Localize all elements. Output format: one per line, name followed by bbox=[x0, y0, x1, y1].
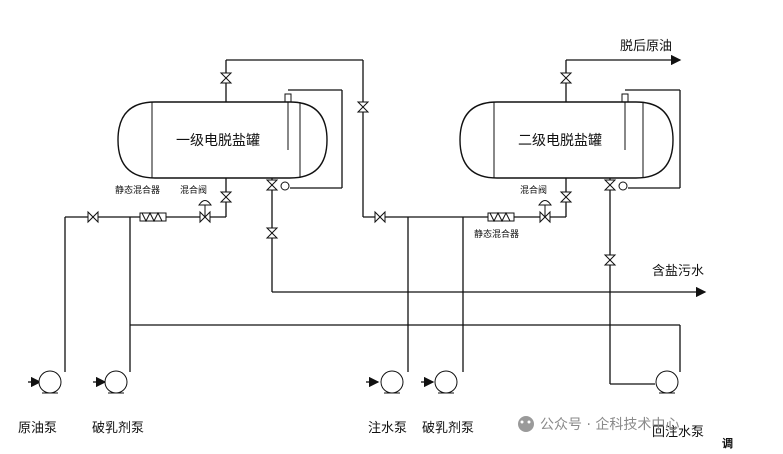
salty-water-label: 含盐污水 bbox=[652, 263, 704, 279]
demulsifier-pump-1-label: 破乳剂泵 bbox=[92, 421, 144, 436]
crude-oil-pump bbox=[38, 370, 62, 394]
water-injection-pump-label: 注水泵 bbox=[368, 421, 407, 436]
valves bbox=[87, 72, 628, 266]
mix-valve-2-label: 混合阀 bbox=[520, 184, 547, 196]
second-stage-desalter-label: 二级电脱盐罐 bbox=[518, 133, 602, 149]
mix-valve-1-label: 混合阀 bbox=[180, 184, 207, 196]
demulsifier-pump-2-label: 破乳剂泵 bbox=[422, 421, 474, 436]
second-stage-desalter: 二级电脱盐罐 bbox=[459, 93, 674, 179]
watermark-corner: 调 bbox=[722, 436, 733, 450]
static-mixer-1-label: 静态混合器 bbox=[115, 184, 160, 196]
return-water-pump-label: 回注水泵 bbox=[652, 425, 704, 440]
demulsifier-pump-2 bbox=[434, 370, 458, 394]
pumps bbox=[38, 370, 679, 394]
crude-oil-pump-label: 原油泵 bbox=[18, 421, 57, 436]
first-stage-desalter-label: 一级电脱盐罐 bbox=[176, 133, 260, 149]
piping bbox=[28, 54, 707, 388]
watermark-text: 公众号 · 企科技术中心 bbox=[540, 416, 679, 433]
return-water-pump bbox=[655, 370, 679, 394]
desalted-oil-label: 脱后原油 bbox=[620, 39, 672, 54]
watermark: 公众号 · 企科技术中心 调 bbox=[518, 416, 733, 450]
first-stage-desalter: 一级电脱盐罐 bbox=[117, 93, 328, 179]
wechat-icon bbox=[518, 416, 534, 432]
static-mixer-2-label: 静态混合器 bbox=[474, 228, 519, 240]
water-injection-pump bbox=[380, 370, 404, 394]
demulsifier-pump-1 bbox=[104, 370, 128, 394]
